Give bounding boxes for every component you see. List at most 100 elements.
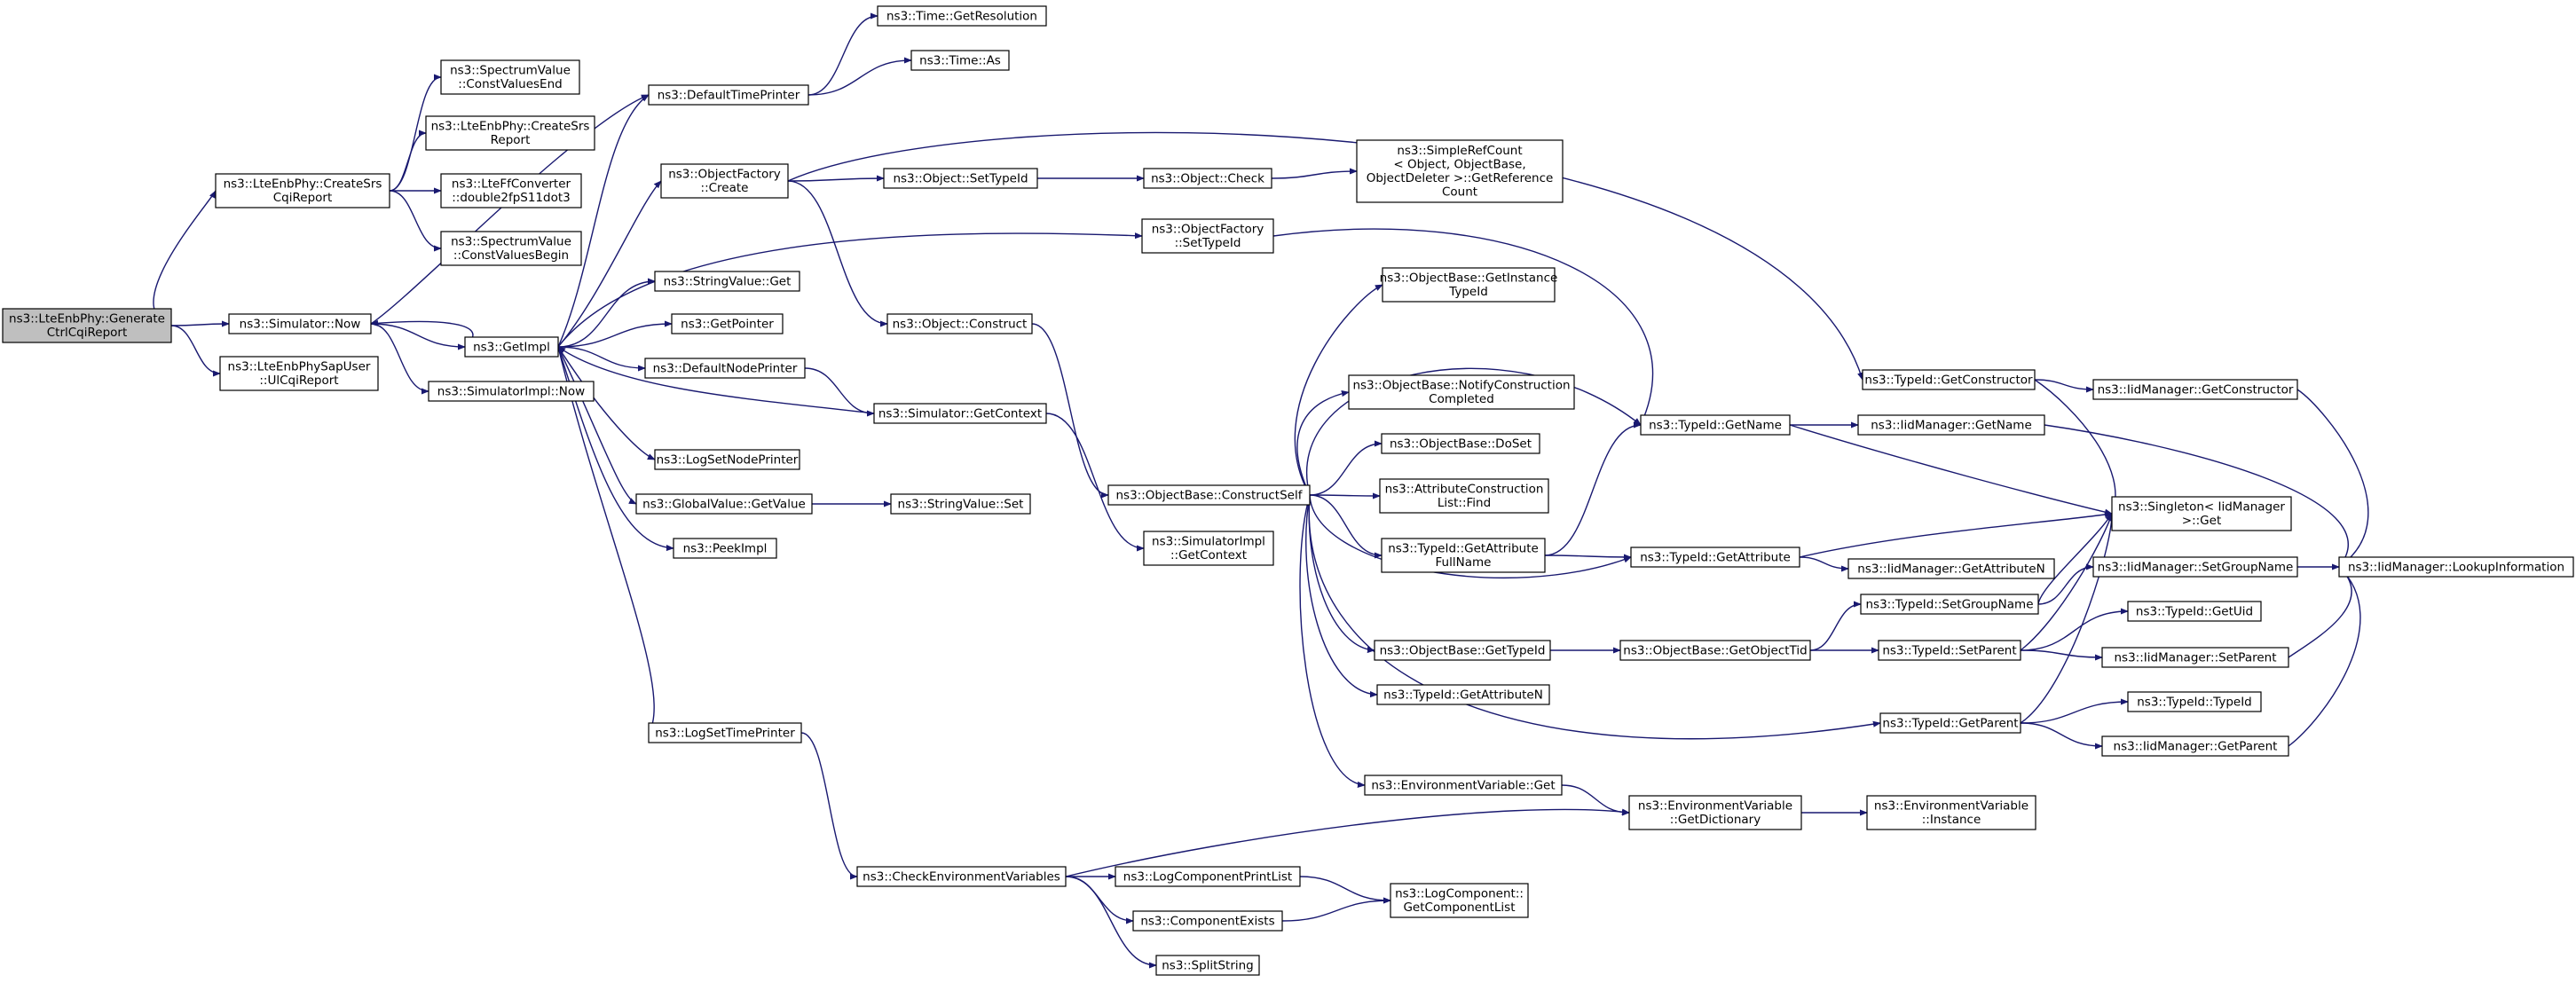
node-ob-construct-self[interactable]: ns3::ObjectBase::ConstructSelf [1107, 484, 1311, 506]
node-sim-get-context[interactable]: ns3::Simulator::GetContext [873, 403, 1047, 424]
node-box [1390, 883, 1529, 918]
node-tid-get-parent[interactable]: ns3::TypeId::GetParent [1879, 712, 2021, 734]
node-iid-get-name[interactable]: ns3::IidManager::GetName [1857, 414, 2045, 436]
edge-arrow [557, 232, 1143, 348]
node-label: >::Get [2182, 514, 2221, 528]
edge-obj-check-to-simple-ref-count [1271, 168, 1358, 179]
node-label: ns3::TypeId::SetParent [1882, 643, 2016, 657]
node-log-set-time-printer[interactable]: ns3::LogSetTimePrinter [648, 722, 802, 743]
node-box [1630, 547, 1800, 568]
edge-arrow [1309, 494, 1383, 559]
node-env-get[interactable]: ns3::EnvironmentVariable::Get [1364, 775, 1563, 796]
edge-sim-get-context-to-sim-impl-get-ctx [1045, 413, 1145, 552]
node-env-instance[interactable]: ns3::EnvironmentVariable::Instance [1866, 795, 2036, 830]
node-box [1381, 433, 1540, 454]
node-cv-begin[interactable]: ns3::SpectrumValue::ConstValuesBegin [440, 231, 582, 266]
node-label: ns3::IidManager::LookupInformation [2348, 560, 2564, 574]
node-tid-get-name[interactable]: ns3::TypeId::GetName [1640, 414, 1791, 436]
node-label: ns3::IidManager::SetGroupName [2098, 560, 2294, 574]
node-iid-get-ctor[interactable]: ns3::IidManager::GetConstructor [2092, 379, 2298, 400]
node-tid-get-ctor[interactable]: ns3::TypeId::GetConstructor [1862, 369, 2036, 390]
edge-arrow [557, 346, 656, 460]
node-ob-get-type-id[interactable]: ns3::ObjectBase::GetTypeId [1374, 640, 1551, 661]
edges-layer [153, 12, 2369, 969]
node-split-string[interactable]: ns3::SplitString [1155, 955, 1260, 976]
node-box [1860, 594, 2039, 615]
node-ffconv[interactable]: ns3::LteFfConverter::double2fpS11dot3 [440, 173, 582, 208]
node-box [2127, 691, 2262, 712]
node-box [910, 50, 1010, 71]
node-def-time-printer[interactable]: ns3::DefaultTimePrinter [648, 84, 809, 106]
node-label: ::double2fpS11dot3 [452, 191, 570, 205]
node-label: ns3::EnvironmentVariable [1874, 799, 2029, 814]
node-label: ns3::TypeId::SetGroupName [1865, 597, 2033, 611]
node-log-set-node-printer[interactable]: ns3::LogSetNodePrinter [654, 449, 800, 470]
node-box [2338, 556, 2574, 578]
node-iid-lookup[interactable]: ns3::IidManager::LookupInformation [2338, 556, 2574, 578]
edge-arrow [2020, 608, 2129, 651]
node-tid-type-id[interactable]: ns3::TypeId::TypeId [2127, 691, 2262, 712]
node-sim-now[interactable]: ns3::Simulator::Now [228, 313, 372, 334]
node-label: ns3::IidManager::SetParent [2115, 650, 2277, 665]
node-peek-impl[interactable]: ns3::PeekImpl [673, 538, 777, 559]
node-tid-get-uid[interactable]: ns3::TypeId::GetUid [2127, 601, 2262, 622]
node-comp-exists[interactable]: ns3::ComponentExists [1132, 910, 1283, 932]
node-obj-set-type-id[interactable]: ns3::Object::SetTypeId [883, 168, 1038, 189]
node-time-as[interactable]: ns3::Time::As [910, 50, 1010, 71]
node-ob-notify[interactable]: ns3::ObjectBase::NotifyConstructionCompl… [1348, 374, 1575, 410]
node-iid-get-attr-n[interactable]: ns3::IidManager::GetAttributeN [1847, 558, 2055, 579]
node-simple-ref-count[interactable]: ns3::SimpleRefCount< Object, ObjectBase,… [1356, 139, 1564, 203]
node-log-comp-print-list[interactable]: ns3::LogComponentPrintList [1115, 866, 1301, 887]
node-iid-set-group[interactable]: ns3::IidManager::SetGroupName [2092, 556, 2298, 578]
node-get-impl[interactable]: ns3::GetImpl [464, 336, 559, 358]
node-of-set-type-id[interactable]: ns3::ObjectFactory::SetTypeId [1141, 218, 1274, 254]
node-tid-get-attr-n[interactable]: ns3::TypeId::GetAttributeN [1376, 684, 1550, 705]
node-box [1356, 139, 1564, 203]
node-def-node-printer[interactable]: ns3::DefaultNodePrinter [644, 358, 806, 379]
node-time-get-res[interactable]: ns3::Time::GetResolution [877, 5, 1047, 27]
edge-comp-exists-to-log-comp-get-list [1281, 897, 1391, 922]
node-get-pointer[interactable]: ns3::GetPointer [671, 313, 784, 334]
edge-arrow [1272, 228, 1653, 426]
edge-env-get-to-env-get-dict [1561, 784, 1630, 816]
node-sim-impl-now[interactable]: ns3::SimulatorImpl::Now [428, 381, 595, 402]
edge-ob-construct-self-to-tid-get-name [1306, 367, 1642, 496]
node-label: CqiReport [273, 191, 333, 205]
node-cv-end[interactable]: ns3::SpectrumValue::ConstValuesEnd [440, 59, 580, 95]
node-singleton-get[interactable]: ns3::Singleton< IidManager>::Get [2111, 496, 2292, 531]
node-box [1364, 775, 1563, 796]
node-check-env[interactable]: ns3::CheckEnvironmentVariables [856, 866, 1067, 887]
edge-get-impl-to-def-node-printer [557, 346, 646, 372]
node-box [215, 173, 390, 208]
node-str-val-set[interactable]: ns3::StringValue::Set [890, 493, 1031, 515]
node-tid-set-group[interactable]: ns3::TypeId::SetGroupName [1860, 594, 2039, 615]
node-sim-impl-get-ctx[interactable]: ns3::SimulatorImpl::GetContext [1143, 531, 1274, 566]
node-obj-check[interactable]: ns3::Object::Check [1143, 168, 1272, 189]
node-ob-get-obj-tid[interactable]: ns3::ObjectBase::GetObjectTid [1619, 640, 1811, 661]
node-iid-set-parent[interactable]: ns3::IidManager::SetParent [2101, 647, 2289, 668]
node-str-val-get[interactable]: ns3::StringValue::Get [654, 271, 800, 292]
node-label: GetComponentList [1403, 900, 1515, 915]
edge-arrow [557, 180, 662, 348]
node-gv-get-value[interactable]: ns3::GlobalValue::GetValue [635, 493, 813, 515]
node-box [877, 5, 1047, 27]
node-tid-set-parent[interactable]: ns3::TypeId::SetParent [1878, 640, 2021, 661]
node-env-get-dict[interactable]: ns3::EnvironmentVariable::GetDictionary [1628, 795, 1802, 830]
node-tid-get-attr[interactable]: ns3::TypeId::GetAttribute [1630, 547, 1800, 568]
node-label: Completed [1429, 392, 1494, 406]
node-ob-do-set[interactable]: ns3::ObjectBase::DoSet [1381, 433, 1540, 454]
node-box [1382, 267, 1556, 303]
node-obj-construct[interactable]: ns3::Object::Construct [886, 313, 1033, 334]
node-log-comp-get-list[interactable]: ns3::LogComponent::GetComponentList [1390, 883, 1529, 918]
node-obj-fact-create[interactable]: ns3::ObjectFactory::Create [660, 163, 789, 199]
node-label: ::GetDictionary [1670, 813, 1761, 827]
edge-ob-construct-self-to-env-get [1299, 494, 1366, 788]
node-ul-cqi[interactable]: ns3::LteEnbPhySapUser::UlCqiReport [219, 356, 379, 391]
node-iid-get-parent[interactable]: ns3::IidManager::GetParent [2101, 735, 2289, 757]
